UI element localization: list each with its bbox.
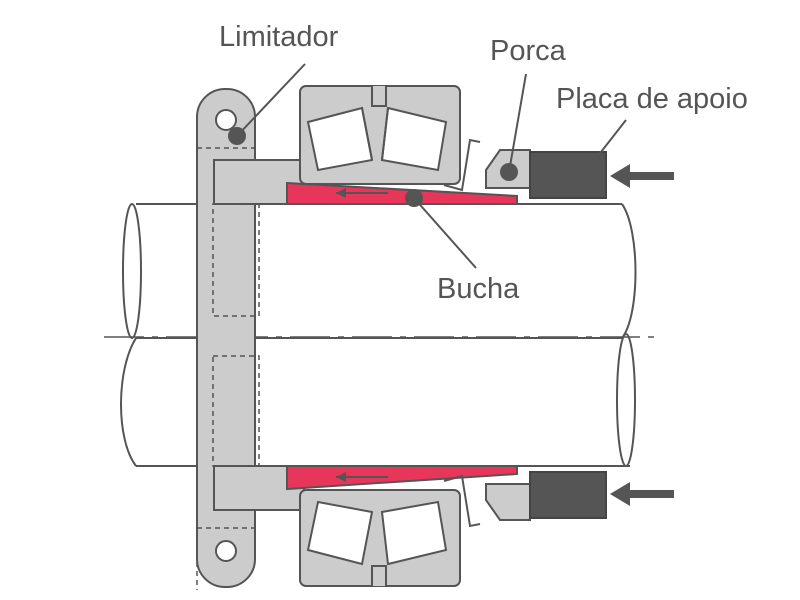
support-plate (529, 151, 674, 519)
shaft (104, 203, 662, 467)
label-placa-de-apoio: Placa de apoio (556, 83, 748, 115)
nut (485, 149, 531, 521)
callouts (228, 63, 627, 269)
bearing-upper (299, 85, 461, 185)
label-bucha: Bucha (437, 273, 520, 305)
label-limitador: Limitador (219, 21, 339, 53)
sleeve (286, 138, 518, 528)
label-porca: Porca (490, 35, 566, 67)
bearing-lower (299, 489, 461, 587)
limiter-part (196, 88, 305, 590)
